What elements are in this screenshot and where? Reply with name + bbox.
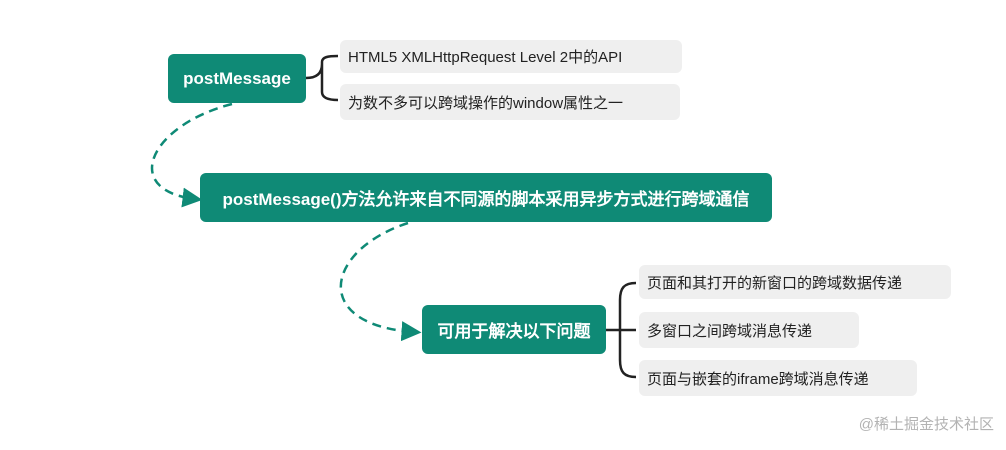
bottom-bracket: [606, 281, 637, 379]
root-bracket: [305, 54, 339, 102]
bottom-leaf-3[interactable]: 页面与嵌套的iframe跨域消息传递: [639, 360, 917, 396]
bottom-leaf-1[interactable]: 页面和其打开的新窗口的跨域数据传递: [639, 265, 951, 299]
root-leaf-2[interactable]: 为数不多可以跨域操作的window属性之一: [340, 84, 680, 120]
root-node[interactable]: postMessage: [168, 54, 306, 103]
root-leaf-1[interactable]: HTML5 XMLHttpRequest Level 2中的API: [340, 40, 682, 73]
middle-node[interactable]: postMessage()方法允许来自不同源的脚本采用异步方式进行跨域通信: [200, 173, 772, 222]
middle-to-bottom-arrow: [339, 221, 422, 342]
bottom-leaf-2[interactable]: 多窗口之间跨域消息传递: [639, 312, 859, 348]
root-to-middle-arrow: [150, 102, 233, 208]
watermark: @稀土掘金技术社区: [858, 416, 994, 433]
bottom-node[interactable]: 可用于解决以下问题: [422, 305, 606, 354]
